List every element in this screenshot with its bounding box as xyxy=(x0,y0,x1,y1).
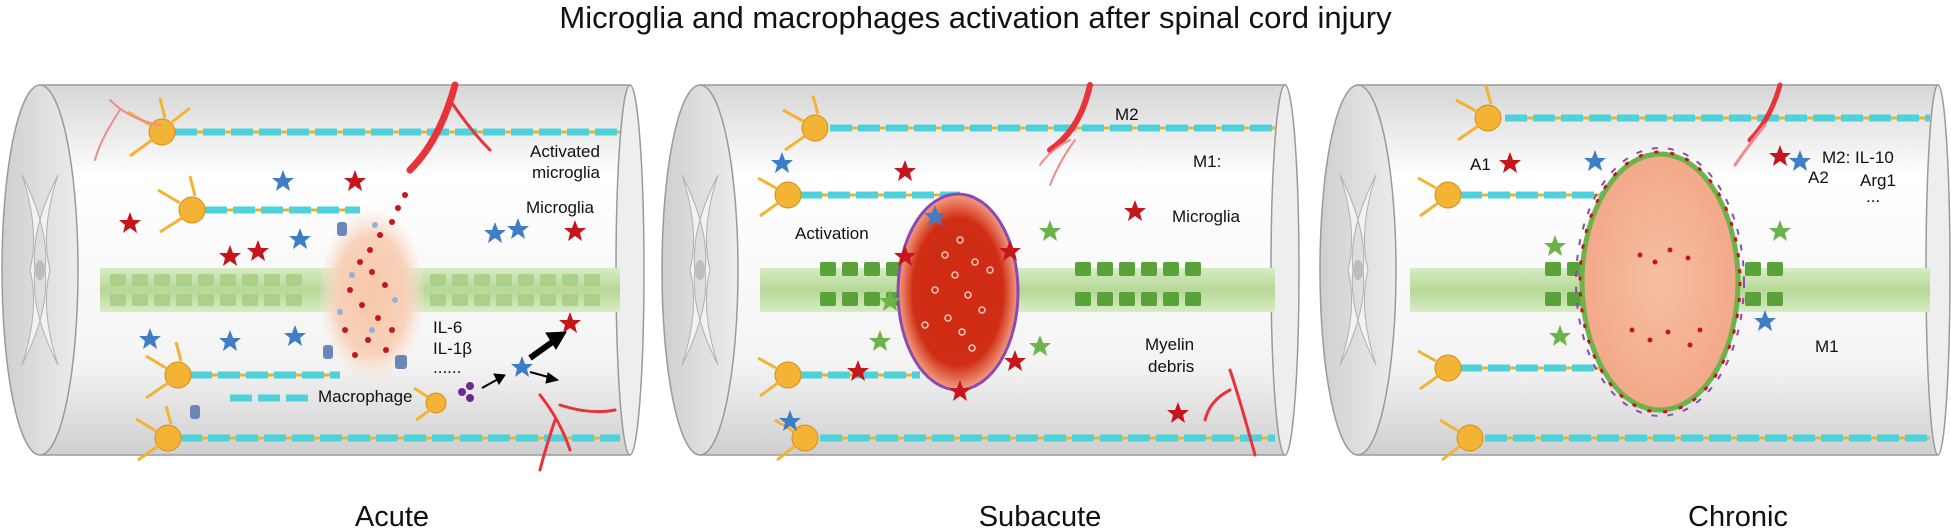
label-activated-microglia-1: Activated xyxy=(530,142,600,161)
label-microglia: Microglia xyxy=(1172,207,1241,226)
label-myelin-2: debris xyxy=(1148,357,1194,376)
label-dots: ... xyxy=(1866,187,1880,206)
gray-matter-butterfly xyxy=(21,174,59,366)
cylinder-end xyxy=(615,84,645,456)
label-arg1: Arg1 xyxy=(1860,171,1896,190)
label-m2: M2 xyxy=(1115,105,1139,124)
panel-subacute: M2 M1: Microglia Activation Myelin debri… xyxy=(661,82,1300,528)
border-stars-green xyxy=(869,220,1061,356)
tract-segments xyxy=(820,262,1201,306)
panel-label-chronic: Chronic xyxy=(1688,501,1788,528)
blood-vessel xyxy=(94,81,617,472)
figure-title: Microglia and macrophages activation aft… xyxy=(559,0,1392,35)
m2-microglia xyxy=(139,170,533,377)
label-m2: M2: IL-10 xyxy=(1822,148,1894,167)
axons xyxy=(800,124,1275,442)
label-macrophage: Macrophage xyxy=(318,387,413,406)
panel-acute: Activated microglia Microglia IL-6 IL-1β… xyxy=(1,81,645,528)
activation-arrows xyxy=(481,331,567,389)
panel-label-subacute: Subacute xyxy=(979,501,1102,528)
blood-cells xyxy=(342,192,408,358)
label-activated-microglia-2: microglia xyxy=(532,163,601,182)
label-a2: A2 xyxy=(1808,168,1829,187)
label-myelin-1: Myelin xyxy=(1145,335,1194,354)
label-dots: ...... xyxy=(433,358,461,377)
blood-vessel xyxy=(1039,82,1257,457)
lesion-chronic xyxy=(1579,151,1741,413)
label-il6: IL-6 xyxy=(433,318,462,337)
tract-segments xyxy=(110,274,600,306)
blood-vessel xyxy=(1733,82,1783,167)
m2-microglia xyxy=(1584,150,1811,331)
label-activation: Activation xyxy=(795,224,869,243)
label-microglia: Microglia xyxy=(526,198,595,217)
neurons xyxy=(757,95,829,462)
tract-segments xyxy=(1545,262,1783,306)
cylinder-end xyxy=(1270,84,1300,456)
label-m1: M1: xyxy=(1193,152,1221,171)
cytokines xyxy=(458,382,474,402)
panel-chronic: A1 A2 M2: IL-10 Arg1 ... M1 Chronic xyxy=(1319,82,1951,528)
axons xyxy=(175,128,620,442)
m1-microglia xyxy=(1499,145,1791,173)
m1-microglia xyxy=(119,170,586,333)
label-m1: M1 xyxy=(1815,337,1839,356)
neurons xyxy=(1417,85,1502,462)
macrophage-cells xyxy=(190,222,407,419)
label-a1: A1 xyxy=(1470,155,1491,174)
lesion-subacute xyxy=(896,192,1020,392)
border-stars xyxy=(847,160,1189,423)
lesion-acute xyxy=(320,210,424,380)
border-stars-green xyxy=(1544,220,1791,346)
panel-label-acute: Acute xyxy=(355,501,429,528)
lesion-cells xyxy=(921,236,994,352)
m2-microglia xyxy=(771,152,946,431)
label-il1b: IL-1β xyxy=(433,339,472,358)
lesion-cells xyxy=(1629,247,1703,348)
